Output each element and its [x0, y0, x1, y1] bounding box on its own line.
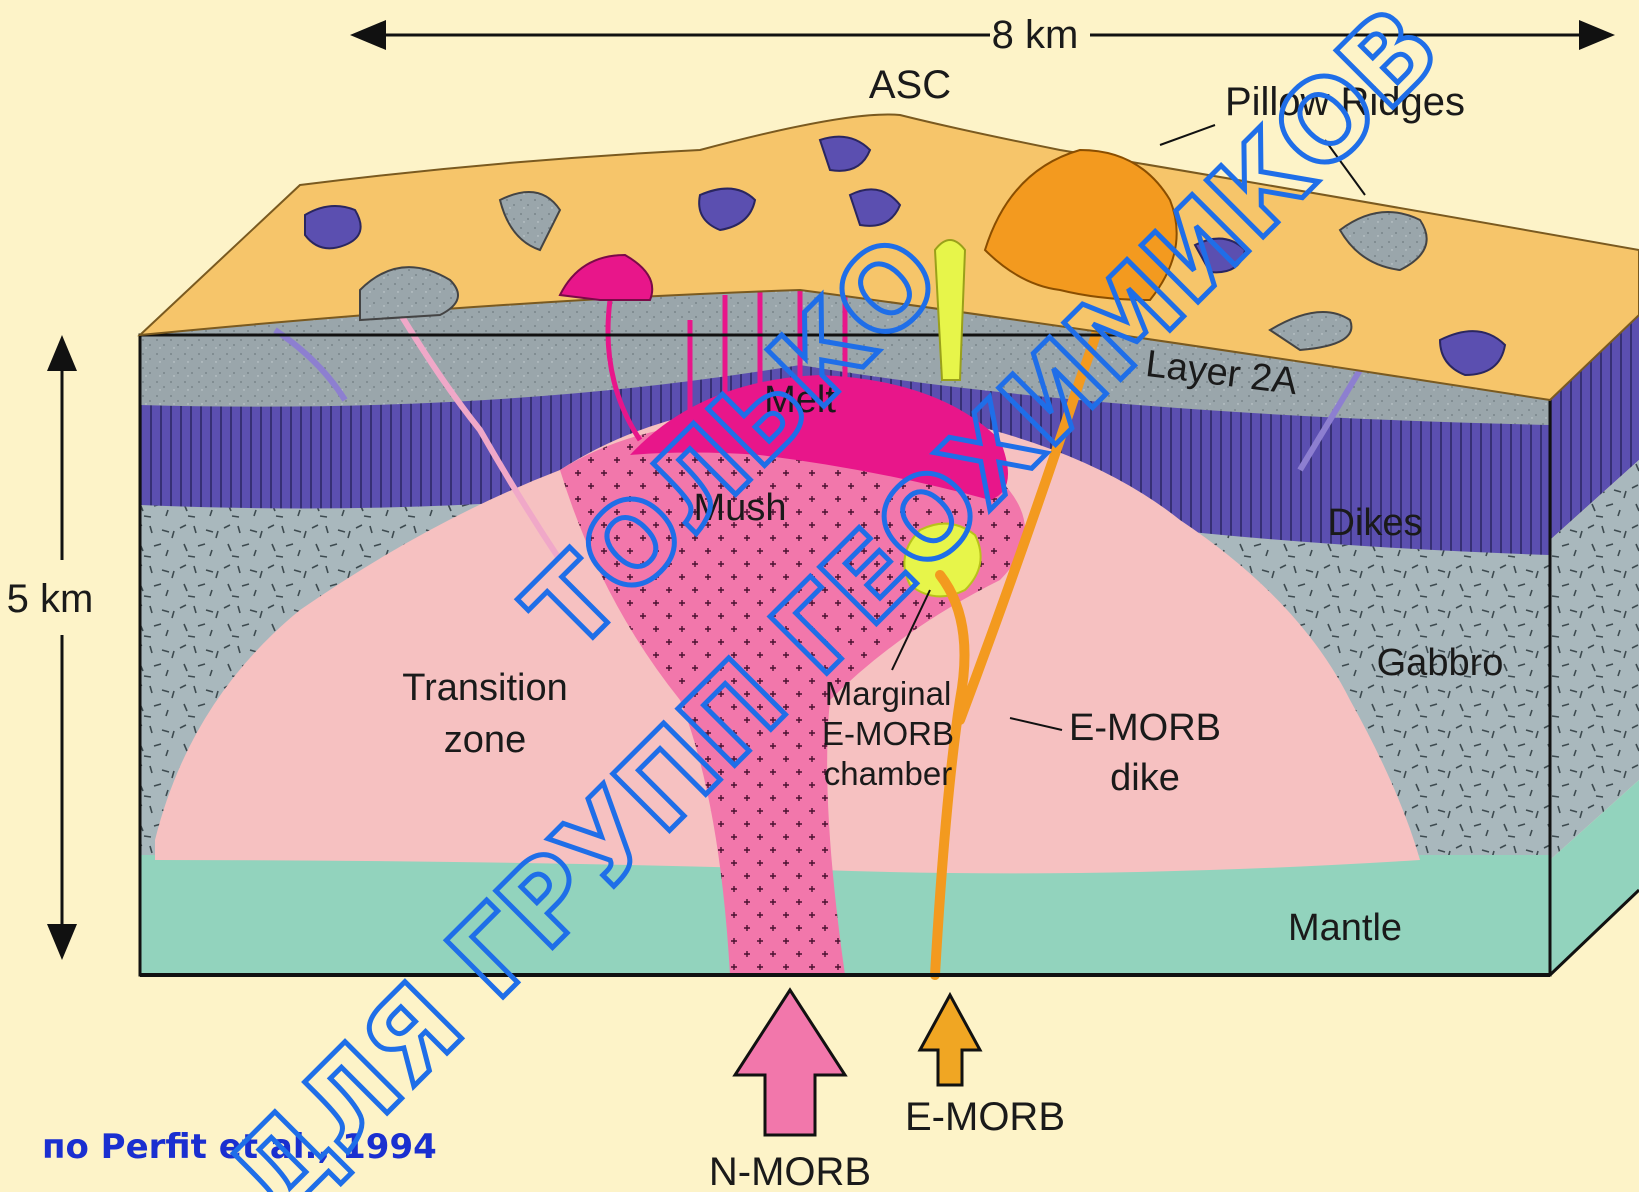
scale-vertical: 5 km	[7, 350, 94, 945]
asc-label: ASC	[869, 63, 951, 107]
marginal-label-2: E-MORB	[822, 715, 954, 752]
e-morb-arrow: E-MORB	[905, 995, 1065, 1139]
scale-horizontal-label: 8 km	[992, 13, 1079, 57]
transition-zone-label-1: Transition	[402, 667, 567, 709]
marginal-label-3: chamber	[824, 755, 952, 792]
emorb-dike-label-1: E-MORB	[1069, 707, 1221, 749]
block-side-face	[1550, 315, 1639, 975]
scale-vertical-label: 5 km	[7, 577, 94, 621]
transition-zone-label-2: zone	[444, 719, 526, 761]
dikes-label: Dikes	[1327, 502, 1422, 544]
mantle-label: Mantle	[1288, 907, 1402, 949]
n-morb-arrow: N-MORB	[709, 990, 871, 1192]
e-morb-label: E-MORB	[905, 1095, 1065, 1139]
n-morb-label: N-MORB	[709, 1150, 871, 1192]
gabbro-label: Gabbro	[1377, 642, 1504, 684]
emorb-dike-label-2: dike	[1110, 757, 1180, 799]
